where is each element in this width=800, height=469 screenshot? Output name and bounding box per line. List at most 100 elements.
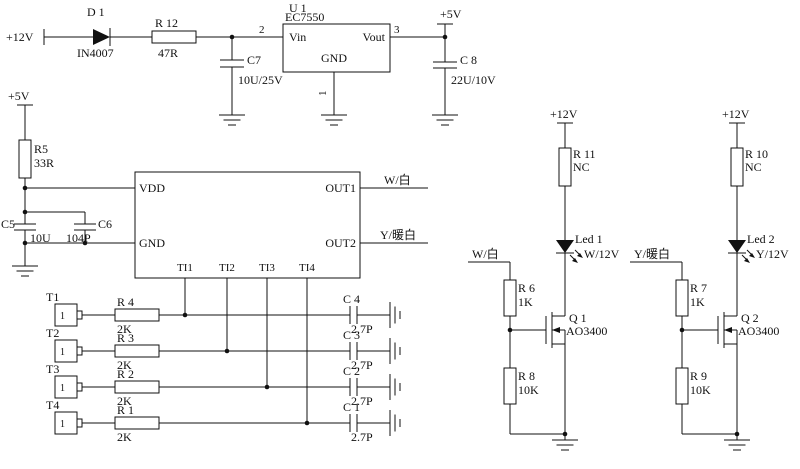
r12-value: 47R bbox=[158, 46, 178, 60]
q1-refdes: Q 1 bbox=[569, 311, 587, 325]
r11-value: NC bbox=[573, 160, 590, 174]
gate-input-net: Y/暖白 bbox=[630, 246, 683, 280]
led-emission-arrowhead bbox=[572, 258, 578, 263]
capacitor-c7: C7 10U/25V bbox=[218, 37, 283, 126]
pad-pin-number: 1 bbox=[60, 419, 65, 430]
cap-refdes: C 2 bbox=[343, 364, 360, 378]
led-triangle bbox=[728, 240, 746, 253]
regulator-u1: U 1 EC7550 Vin Vout GND 2 3 1 bbox=[259, 1, 400, 126]
c7-refdes: C7 bbox=[247, 53, 261, 67]
led-1: Led 1 W/12V bbox=[556, 232, 620, 263]
led-driver-2: +12V R 10 NC Led 2 Y/12V bbox=[630, 107, 789, 451]
touch-controller-ic: VDD GND OUT1 OUT2 TI1 TI2 TI3 TI4 bbox=[134, 171, 361, 279]
c6-refdes: C6 bbox=[98, 217, 112, 231]
cap-value: 2.7P bbox=[351, 358, 373, 372]
d1-value: IN4007 bbox=[77, 46, 114, 60]
resistor-r6: R 6 1K bbox=[503, 279, 535, 317]
led2-value: Y/12V bbox=[756, 247, 789, 261]
cap-value: 2.7P bbox=[351, 430, 373, 444]
q1-value: AO3400 bbox=[566, 324, 607, 338]
resistor-r7: R 7 1K bbox=[675, 279, 707, 317]
mosfet-body-arrow bbox=[724, 327, 732, 333]
r10-value: NC bbox=[745, 160, 762, 174]
output-net-wires: W/白 Y/暖白 bbox=[360, 172, 428, 244]
resistor-value: 2K bbox=[117, 358, 132, 372]
r6-refdes: R 6 bbox=[518, 281, 535, 295]
net-label-5v: +5V bbox=[440, 7, 462, 21]
cap-value: 2.7P bbox=[351, 394, 373, 408]
mosfet-body-arrow bbox=[552, 327, 560, 333]
resistor-r12: R 12 47R bbox=[151, 16, 197, 60]
left-net-wires bbox=[11, 178, 135, 277]
diode-body bbox=[93, 29, 110, 45]
r12-refdes: R 12 bbox=[155, 16, 178, 30]
touch-row-1: T1 1 R 4 2K C 4 2.7P bbox=[46, 290, 401, 336]
ic-body bbox=[134, 171, 361, 279]
pad-label: T4 bbox=[46, 398, 59, 412]
q2-refdes: Q 2 bbox=[741, 311, 759, 325]
resistor-value: 2K bbox=[117, 430, 132, 444]
ic-pin-gnd: GND bbox=[139, 236, 165, 250]
resistor-refdes: R 4 bbox=[117, 295, 134, 309]
net-label-12v: +12V bbox=[6, 30, 34, 44]
net-flag-12v: +12V bbox=[550, 107, 578, 148]
q2-value: AO3400 bbox=[738, 324, 779, 338]
r9-refdes: R 9 bbox=[690, 369, 707, 383]
ic-pin-out1: OUT1 bbox=[325, 181, 356, 195]
u1-pin-vin: Vin bbox=[289, 30, 306, 44]
r5-refdes: R5 bbox=[34, 142, 48, 156]
gate-input-net: W/白 bbox=[468, 246, 511, 280]
net-flag-12v: +12V bbox=[722, 107, 750, 148]
cap-refdes: C 3 bbox=[343, 328, 360, 342]
ic-pin-ti4: TI4 bbox=[299, 262, 315, 274]
ic-pin-ti3: TI3 bbox=[259, 262, 275, 274]
cap-refdes: C 1 bbox=[343, 400, 360, 414]
u1-pin-gnd: GND bbox=[321, 51, 347, 65]
u1-pin-number-3: 3 bbox=[394, 24, 400, 36]
capacitor-c5: C5 10U bbox=[1, 217, 51, 245]
u1-pin-vout: Vout bbox=[363, 30, 386, 44]
input-net-label: Y/暖白 bbox=[634, 246, 670, 261]
c5-refdes: C5 bbox=[1, 217, 15, 231]
touch-row-4: T4 1 R 1 2K C 1 2.7P bbox=[46, 398, 401, 444]
c8-refdes: C 8 bbox=[460, 53, 477, 67]
ic-body bbox=[282, 23, 391, 73]
r11-refdes: R 11 bbox=[573, 147, 596, 161]
led-driver-1: +12V R 11 NC Led 1 W/12V bbox=[468, 107, 620, 451]
r10-refdes: R 10 bbox=[745, 147, 768, 161]
power-supply-section: +12V D 1 IN4007 R 12 47R C7 10U/2 bbox=[6, 1, 496, 126]
u1-pin-number-2: 2 bbox=[259, 24, 265, 36]
led1-refdes: Led 1 bbox=[575, 232, 603, 246]
junction-dots bbox=[22, 34, 740, 437]
resistor-value: 2K bbox=[117, 394, 132, 408]
c7-value: 10U/25V bbox=[238, 73, 283, 87]
resistor-r9: R 9 10K bbox=[675, 367, 711, 405]
pad-label: T1 bbox=[46, 290, 59, 304]
resistor-r5: R5 33R bbox=[18, 139, 54, 179]
net-label-5v: +5V bbox=[8, 89, 30, 103]
resistor-body bbox=[151, 30, 197, 44]
touch-row-2: T2 1 R 3 2K C 3 2.7P bbox=[46, 326, 401, 372]
r7-refdes: R 7 bbox=[690, 281, 707, 295]
resistor-refdes: R 3 bbox=[117, 331, 134, 345]
resistor-refdes: R 2 bbox=[117, 367, 134, 381]
u1-refdes: U 1 bbox=[289, 1, 307, 15]
r6-value: 1K bbox=[518, 295, 533, 309]
pad-label: T3 bbox=[46, 362, 59, 376]
u1-pin-number-1: 1 bbox=[317, 91, 329, 97]
c5-value: 10U bbox=[30, 231, 51, 245]
ic-pin-ti2: TI2 bbox=[219, 262, 235, 274]
led-emission-arrowhead bbox=[749, 253, 755, 258]
diode-d1: D 1 IN4007 bbox=[77, 5, 114, 60]
cap-value: 2.7P bbox=[351, 322, 373, 336]
controller-section: +5V R5 33R C5 10U C6 bbox=[1, 89, 428, 423]
net-flag-5v-left: +5V bbox=[8, 89, 33, 140]
pad-label: T2 bbox=[46, 326, 59, 340]
led-triangle bbox=[556, 240, 574, 253]
mosfet-q2: Q 2 AO3400 bbox=[717, 311, 779, 348]
led-emission-arrowhead bbox=[577, 253, 583, 258]
resistor-value: 2K bbox=[117, 322, 132, 336]
r8-refdes: R 8 bbox=[518, 369, 535, 383]
r7-value: 1K bbox=[690, 295, 705, 309]
